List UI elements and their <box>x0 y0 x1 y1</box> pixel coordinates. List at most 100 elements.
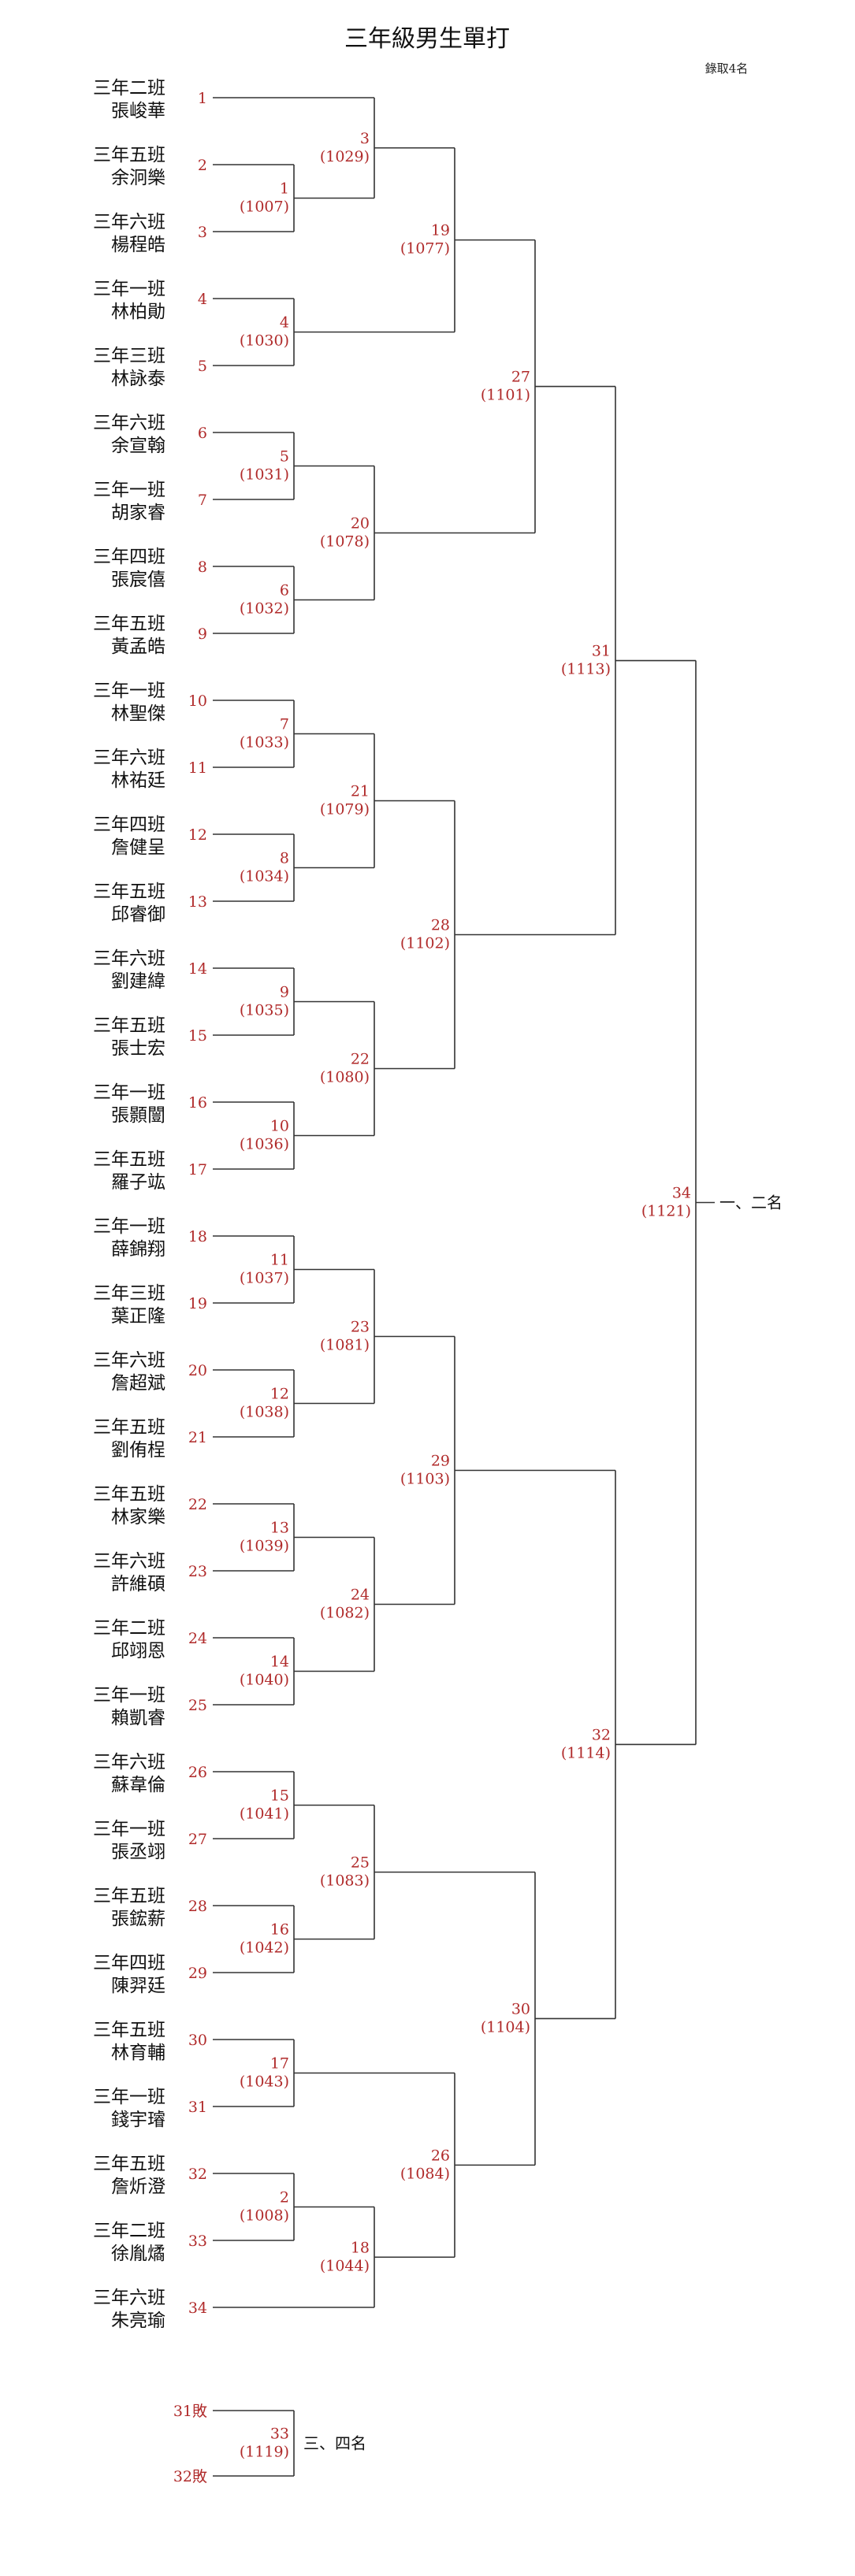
match-code: (1035) <box>240 1002 289 1019</box>
player-name: 張顥闓 <box>111 1105 165 1126</box>
seed-number: 18 <box>188 1228 207 1245</box>
match-number: 13 <box>270 1520 289 1537</box>
seed-number: 13 <box>188 893 207 911</box>
seed-number: 30 <box>188 2032 207 2049</box>
player-name: 羅子竑 <box>111 1172 165 1193</box>
seed-number: 33 <box>188 2233 207 2250</box>
seed-number: 6 <box>198 425 207 442</box>
match-number: 8 <box>280 850 289 867</box>
player-name: 林柏勛 <box>111 302 165 322</box>
loser-slot-label: 32敗 <box>173 2468 207 2485</box>
selection-note: 錄取4名 <box>705 61 749 76</box>
player-name: 陳羿廷 <box>111 1976 165 1996</box>
match-number: 19 <box>431 222 450 239</box>
player-class: 三年四班 <box>93 1953 165 1973</box>
seed-number: 19 <box>188 1295 207 1312</box>
match-number: 17 <box>270 2055 289 2073</box>
match-number: 5 <box>280 448 289 466</box>
player-class: 三年六班 <box>93 1752 165 1772</box>
bracket-lines <box>213 97 715 2477</box>
player-name: 賴凱睿 <box>111 1708 165 1728</box>
player-name: 詹超斌 <box>111 1373 165 1394</box>
player-name: 徐胤燏 <box>111 2244 165 2264</box>
match-code: (1104) <box>481 2018 530 2036</box>
player-name: 朱亮瑜 <box>111 2311 165 2331</box>
player-name: 錢宇璿 <box>111 2110 165 2130</box>
match-code: (1039) <box>240 1538 289 1555</box>
player-class: 三年一班 <box>93 1216 165 1237</box>
player-class: 三年六班 <box>93 748 165 768</box>
seed-number: 10 <box>188 692 207 710</box>
seed-number: 17 <box>188 1161 207 1179</box>
match-number: 20 <box>351 515 370 533</box>
match-number: 31 <box>592 643 611 660</box>
final-placement-label: 一、二名 <box>719 1193 783 1212</box>
player-class: 三年三班 <box>93 1283 165 1304</box>
seed-number: 20 <box>188 1362 207 1379</box>
player-name: 蘇韋倫 <box>111 1775 165 1795</box>
match-code: (1007) <box>240 199 289 216</box>
match-number: 3 <box>360 130 370 147</box>
player-name: 邱睿御 <box>111 904 165 925</box>
match-code: (1043) <box>240 2073 289 2091</box>
seed-number: 34 <box>188 2299 207 2317</box>
player-name: 張峻華 <box>111 101 165 121</box>
match-number: 30 <box>511 2000 530 2017</box>
seed-number: 23 <box>188 1563 207 1580</box>
match-number: 29 <box>431 1453 450 1470</box>
seed-number: 8 <box>198 559 207 576</box>
seed-number: 1 <box>198 90 207 107</box>
seed-number: 5 <box>198 358 207 375</box>
player-name: 張丞翊 <box>111 1842 165 1862</box>
player-name: 劉建緯 <box>111 971 165 992</box>
page-title: 三年級男生單打 <box>344 25 510 53</box>
match-code: (1031) <box>240 466 289 484</box>
seed-number: 32 <box>188 2166 207 2183</box>
player-class: 三年二班 <box>93 2221 165 2241</box>
seed-number: 24 <box>188 1630 207 1647</box>
player-class: 三年一班 <box>93 1819 165 1839</box>
player-name: 余宣翰 <box>111 436 165 456</box>
player-class: 三年二班 <box>93 78 165 98</box>
player-class: 三年五班 <box>93 145 165 165</box>
match-code: (1044) <box>320 2257 370 2274</box>
match-number: 6 <box>280 582 289 599</box>
match-number: 23 <box>351 1319 370 1336</box>
match-number: 25 <box>351 1854 370 1872</box>
player-class: 三年五班 <box>93 1417 165 1438</box>
match-number: 21 <box>351 783 370 800</box>
seed-number: 2 <box>198 157 207 174</box>
match-code: (1033) <box>240 734 289 752</box>
match-code: (1113) <box>561 661 611 678</box>
player-name: 許維碩 <box>111 1574 165 1594</box>
seed-number: 28 <box>188 1898 207 1915</box>
player-class: 三年五班 <box>93 2020 165 2040</box>
player-name: 張鋐薪 <box>111 1909 165 1929</box>
player-class: 三年六班 <box>93 413 165 433</box>
loser-slot-label: 31敗 <box>173 2403 207 2420</box>
bracket-labels: 三年二班張峻華1三年五班余泂樂2三年六班楊程皓3三年一班林柏勛4三年三班林詠泰5… <box>93 78 783 2485</box>
seed-number: 26 <box>188 1764 207 1781</box>
match-number: 11 <box>270 1252 289 1269</box>
player-class: 三年一班 <box>93 279 165 299</box>
match-code: (1077) <box>400 240 450 258</box>
match-number: 22 <box>351 1051 370 1068</box>
match-number: 9 <box>280 984 289 1001</box>
match-number: 27 <box>511 369 530 386</box>
match-code: (1121) <box>641 1203 691 1220</box>
player-name: 邱翊恩 <box>111 1641 165 1661</box>
consolation-placement-label: 三、四名 <box>303 2434 366 2453</box>
seed-number: 4 <box>198 291 207 308</box>
match-number: 12 <box>270 1386 289 1403</box>
match-code: (1083) <box>320 1873 370 1890</box>
match-code: (1082) <box>320 1605 370 1622</box>
match-number: 14 <box>270 1654 289 1671</box>
player-name: 張士宏 <box>111 1038 165 1059</box>
seed-number: 9 <box>198 625 207 643</box>
player-name: 劉侑桯 <box>111 1440 165 1461</box>
player-class: 三年六班 <box>93 1551 165 1572</box>
player-name: 林聖傑 <box>111 703 165 724</box>
match-code: (1032) <box>240 600 289 618</box>
match-code: (1008) <box>240 2207 289 2225</box>
player-name: 胡家睿 <box>111 503 165 523</box>
